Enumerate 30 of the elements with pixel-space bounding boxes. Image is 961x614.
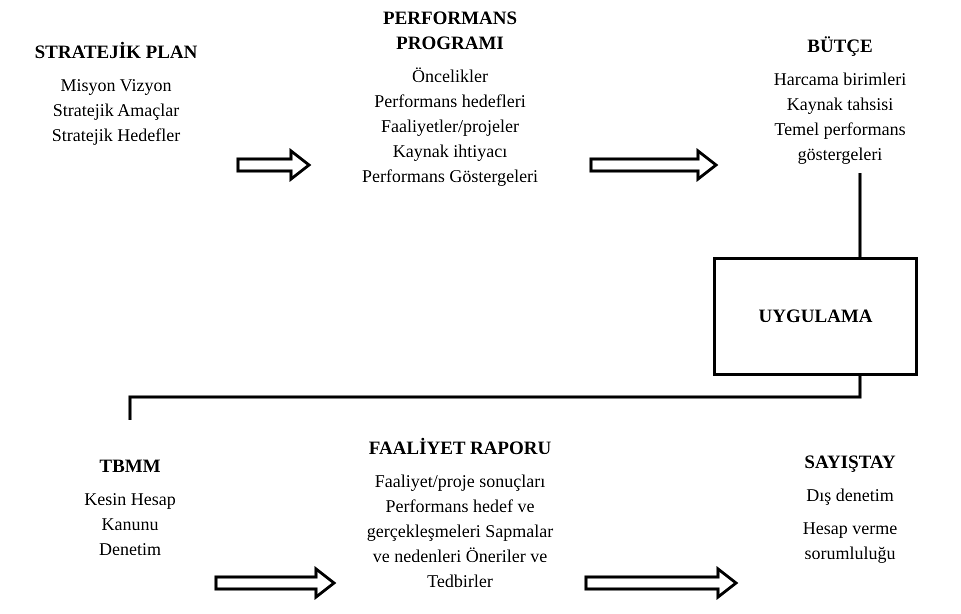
heading: PERFORMANS PROGRAMI [382,7,518,56]
item-text: Faaliyetler/projeler [380,115,520,138]
item-text: Misyon Vizyon [59,74,173,97]
process-box [713,257,918,376]
item-text: Hesap verme sorumluluğu [802,517,898,565]
block-arrow [214,566,336,600]
item-text: Faaliyet/proje sonuçları Performans hedef ve gerçekleşmeleri Sapmalar ve nedenleri Öneriler ve Tedbirler [366,470,554,593]
item-text: Öncelikler [411,65,489,88]
item-text: Stratejik Hedefler [50,124,182,147]
item-text: Dış denetim [805,484,895,507]
block-arrow [590,148,718,182]
heading: SAYIŞTAY [803,451,897,475]
heading: BÜTÇE [806,35,874,59]
heading: TBMM [98,455,162,479]
item-text: Denetim [98,538,162,561]
item-text: Harcama birimleri [772,68,908,91]
connector-line [128,376,862,420]
item-text: Kaynak ihtiyacı [392,140,508,163]
connector-line [858,173,862,257]
item-text: Performans Göstergeleri [360,165,540,188]
item-text: Kesin Hesap Kanunu [83,488,177,536]
heading: UYGULAMA [758,305,872,329]
heading: STRATEJİK PLAN [34,40,198,65]
item-text: Temel performans göstergeleri [773,118,907,166]
heading: FAALİYET RAPORU [368,436,552,461]
block-arrow [584,566,738,600]
block-arrow [236,148,312,182]
item-text: Kaynak tahsisi [786,93,894,116]
item-text: Stratejik Amaçlar [52,99,180,122]
item-text: Performans hedefleri [373,90,527,113]
